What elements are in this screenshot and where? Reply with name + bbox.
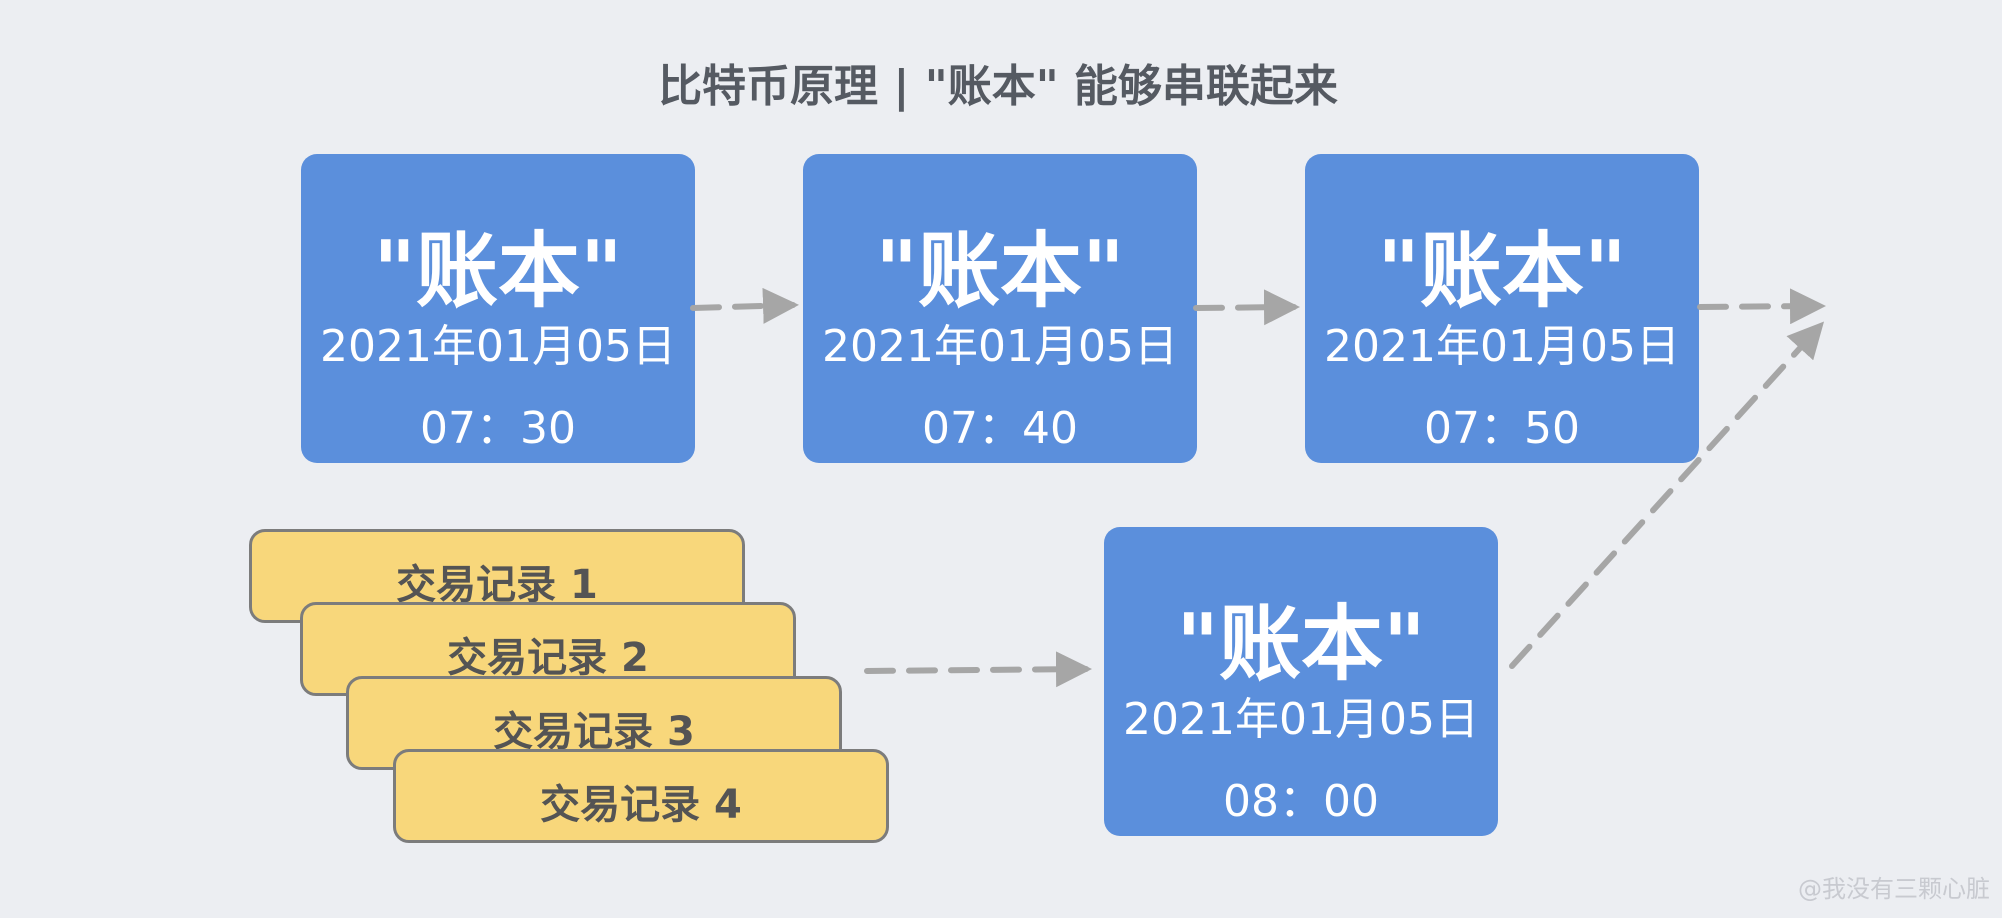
ledger-block-1: "账本" 2021年01月05日 07：30 (301, 154, 695, 463)
arrow-block1-to-block2 (690, 287, 799, 324)
ledger-block-date: 2021年01月05日 (1123, 694, 1479, 745)
arrow-block3-to-next (1697, 288, 1826, 325)
ledger-block-time: 07：30 (420, 403, 576, 454)
ledger-block-date: 2021年01月05日 (822, 321, 1178, 372)
ledger-block-2: "账本" 2021年01月05日 07：40 (803, 154, 1197, 463)
author-watermark: @我没有三颗心脏 (1798, 875, 1990, 903)
ledger-block-4: "账本" 2021年01月05日 08：00 (1104, 527, 1498, 836)
diagram-title: 比特币原理 | "账本" 能够串联起来 (658, 61, 1338, 112)
ledger-block-name: "账本" (875, 224, 1125, 319)
transaction-record-label: 交易记录 2 (447, 635, 649, 681)
arrow-transactions-to-block4 (864, 651, 1092, 688)
ledger-block-date: 2021年01月05日 (1324, 321, 1680, 372)
arrow-block2-to-block3 (1193, 289, 1300, 326)
transaction-record-4: 交易记录 4 (393, 749, 889, 843)
ledger-block-name: "账本" (1176, 597, 1426, 692)
arrow-block4-to-chain (1509, 321, 1825, 669)
ledger-block-name: "账本" (1377, 224, 1627, 319)
ledger-block-3: "账本" 2021年01月05日 07：50 (1305, 154, 1699, 463)
ledger-block-time: 08：00 (1223, 776, 1379, 827)
transaction-record-label: 交易记录 1 (396, 562, 598, 608)
ledger-block-time: 07：40 (922, 403, 1078, 454)
ledger-block-date: 2021年01月05日 (320, 321, 676, 372)
transaction-record-label: 交易记录 4 (540, 782, 742, 828)
ledger-block-name: "账本" (373, 224, 623, 319)
ledger-block-time: 07：50 (1424, 403, 1580, 454)
transaction-record-label: 交易记录 3 (493, 709, 695, 755)
